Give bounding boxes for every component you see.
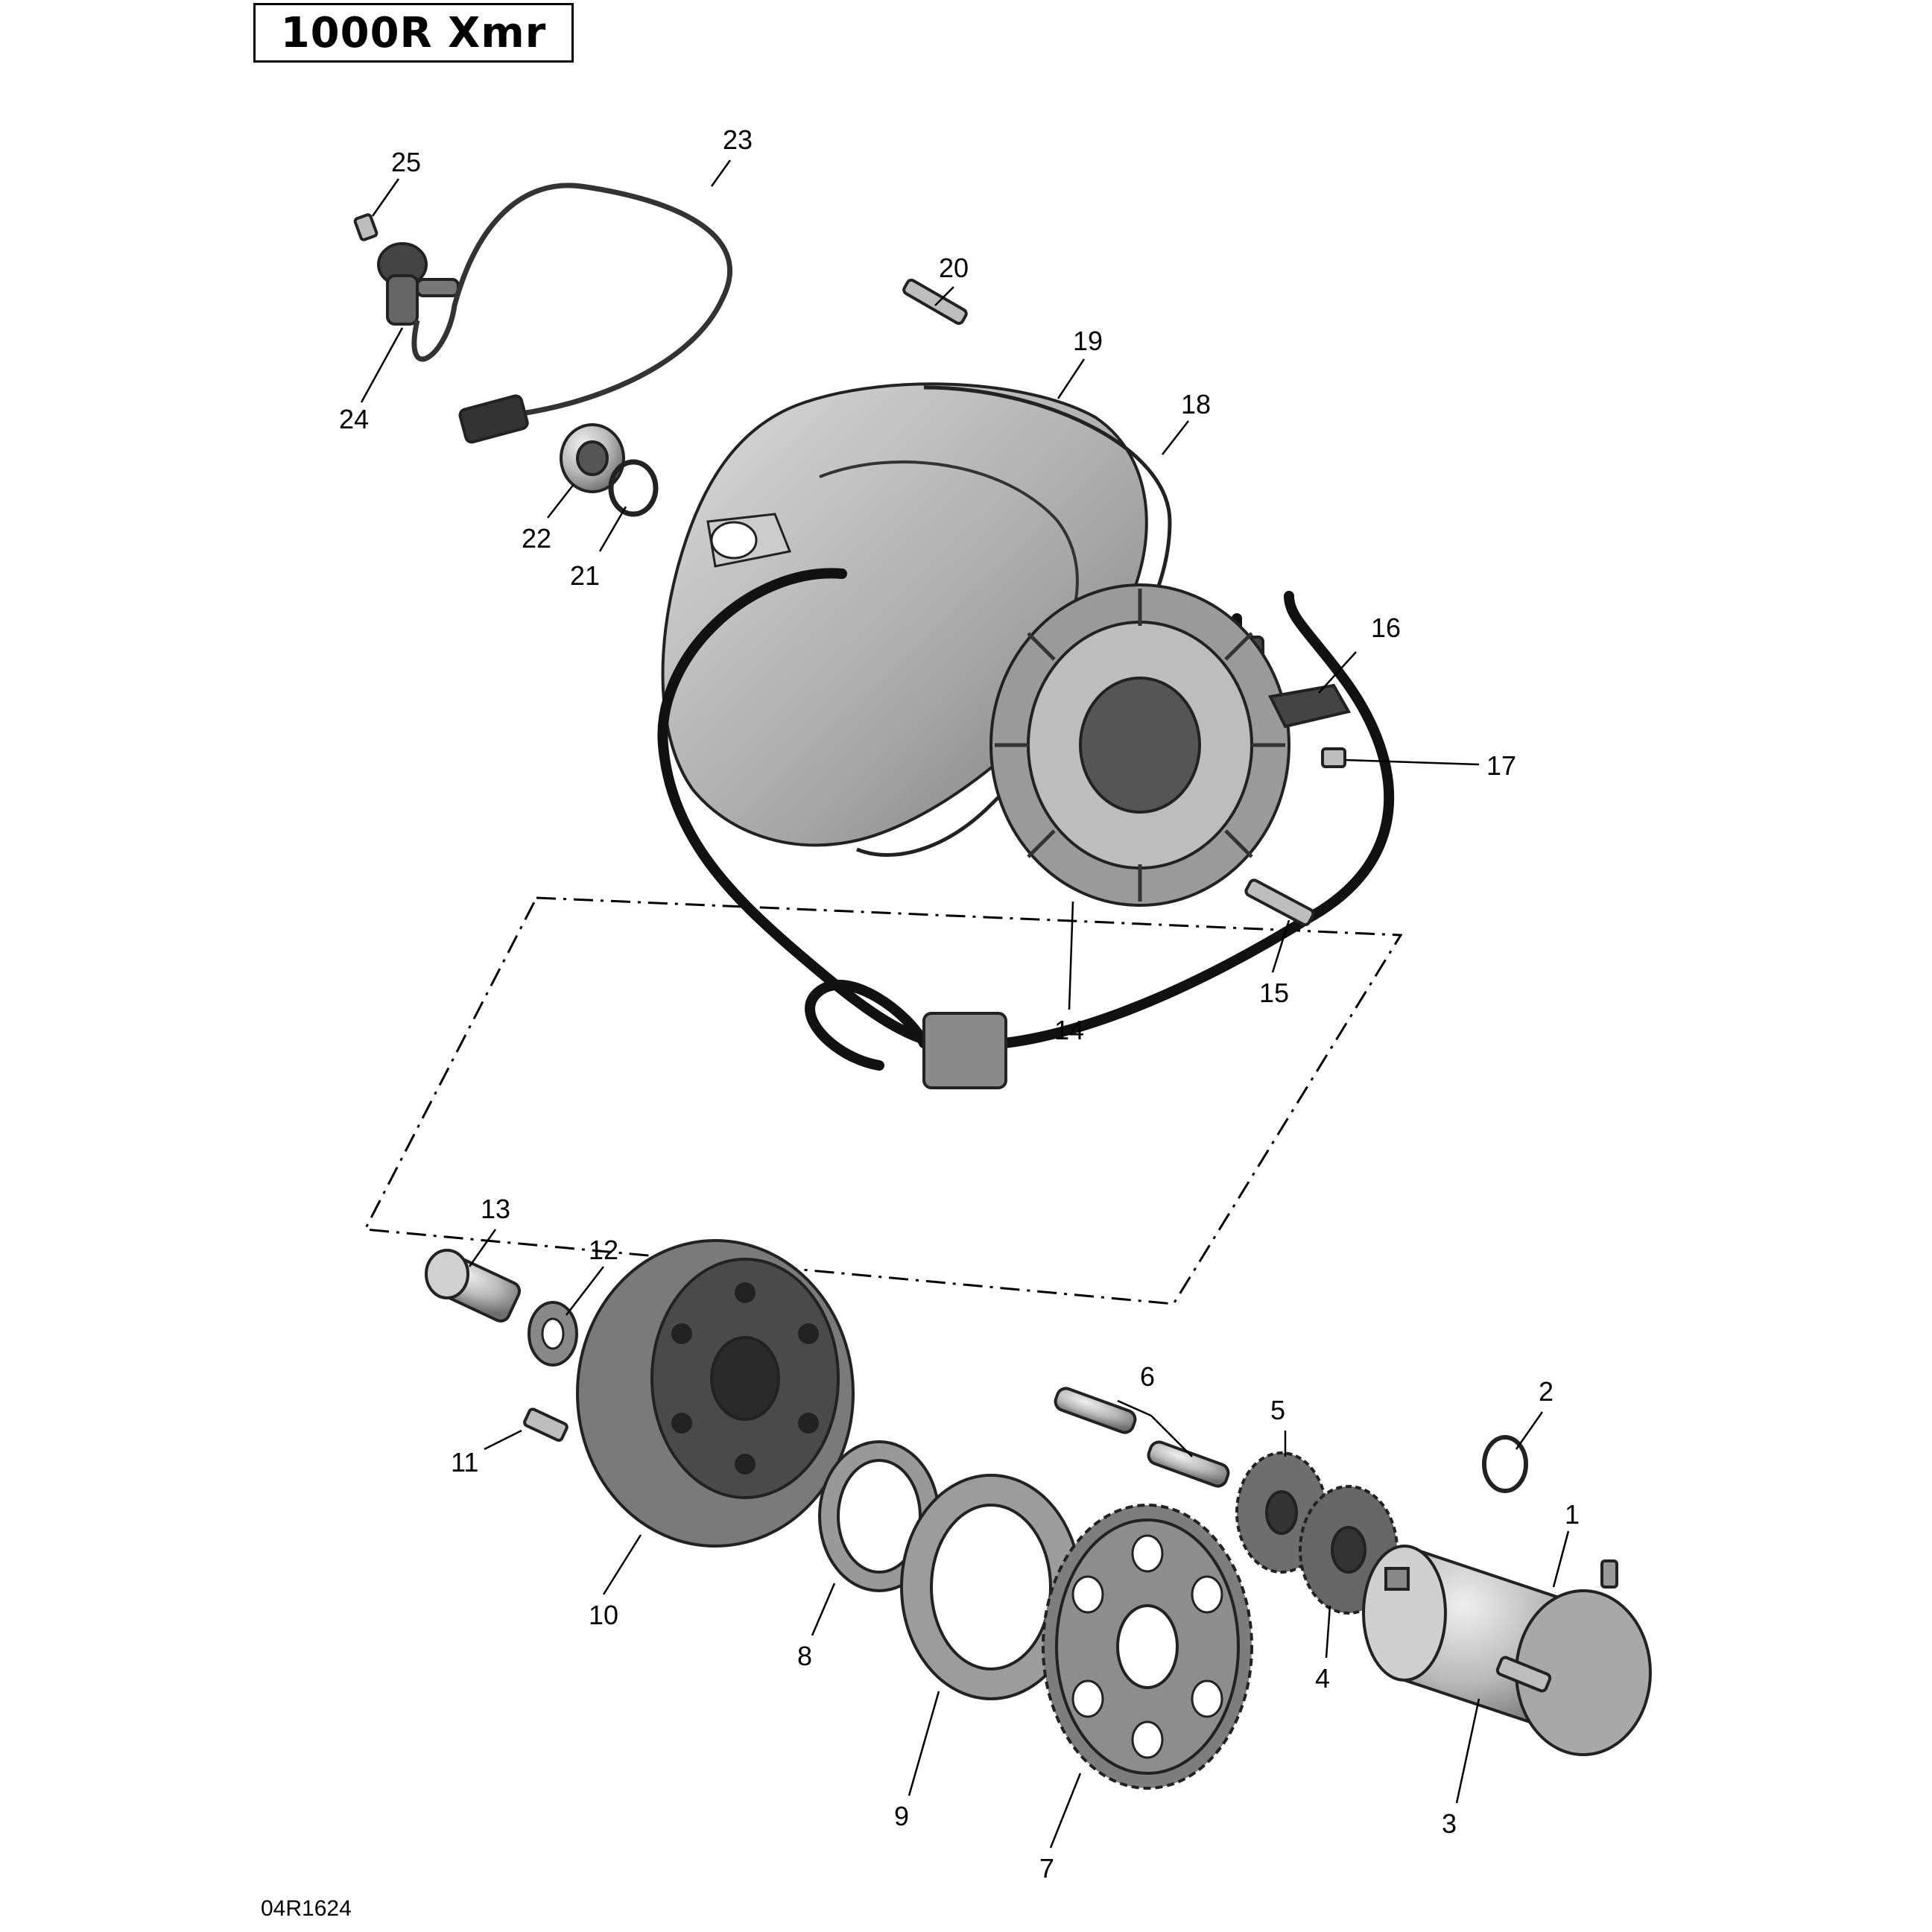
callout-9: 9 — [894, 1801, 909, 1831]
bolt-icon — [1244, 878, 1315, 927]
seal-icon — [560, 423, 625, 493]
bracket-icon — [1268, 683, 1352, 729]
bolt-icon — [1495, 1656, 1552, 1693]
bolt-icon — [523, 1407, 568, 1442]
reference-code: 04R1624 — [261, 1896, 352, 1921]
callout-20: 20 — [939, 253, 969, 283]
starter-motor-icon — [1362, 1545, 1652, 1756]
callout-3: 3 — [1442, 1808, 1457, 1839]
model-title-box: 1000R Xmr — [253, 3, 574, 63]
wire-harness-icon — [411, 183, 733, 444]
bolt-icon — [353, 213, 379, 241]
callout-17: 17 — [1486, 750, 1516, 781]
plate-icon — [900, 1474, 1082, 1700]
callout-2: 2 — [1539, 1376, 1553, 1407]
callout-1: 1 — [1565, 1499, 1580, 1530]
callout-4: 4 — [1315, 1663, 1330, 1694]
callout-24: 24 — [339, 404, 369, 434]
callout-15: 15 — [1259, 978, 1289, 1008]
callout-6: 6 — [1140, 1361, 1155, 1392]
gear-icon — [1042, 1504, 1253, 1790]
callout-7: 7 — [1039, 1853, 1054, 1884]
callout-12: 12 — [589, 1235, 618, 1265]
o-ring-icon — [1482, 1435, 1528, 1493]
washer-icon — [528, 1301, 578, 1366]
callout-13: 13 — [481, 1194, 510, 1224]
callout-23: 23 — [723, 124, 753, 155]
bolt-icon — [902, 279, 968, 325]
callout-11: 11 — [451, 1447, 478, 1477]
callout-18: 18 — [1181, 389, 1211, 419]
callout-14: 14 — [1054, 1015, 1084, 1045]
callout-25: 25 — [391, 147, 421, 177]
flywheel-icon — [576, 1239, 855, 1548]
callout-8: 8 — [797, 1641, 812, 1671]
pin-icon — [1054, 1387, 1230, 1488]
assembly-dashed-outline — [363, 896, 1403, 1305]
stator-icon — [989, 583, 1290, 907]
callout-19: 19 — [1073, 326, 1103, 356]
callout-10: 10 — [589, 1600, 618, 1630]
sensor-icon — [377, 242, 460, 326]
screw-icon — [1321, 747, 1346, 768]
callout-5: 5 — [1270, 1395, 1285, 1425]
callout-21: 21 — [570, 560, 600, 591]
leader-lines — [360, 159, 1570, 1849]
model-title: 1000R Xmr — [280, 8, 547, 57]
callout-labels: 1 2 3 4 5 6 7 8 9 10 11 12 13 14 15 16 1… — [339, 124, 1580, 1884]
o-ring-icon — [608, 459, 659, 517]
callout-16: 16 — [1371, 612, 1401, 643]
bolt-icon — [425, 1249, 522, 1323]
callout-22: 22 — [522, 523, 551, 554]
